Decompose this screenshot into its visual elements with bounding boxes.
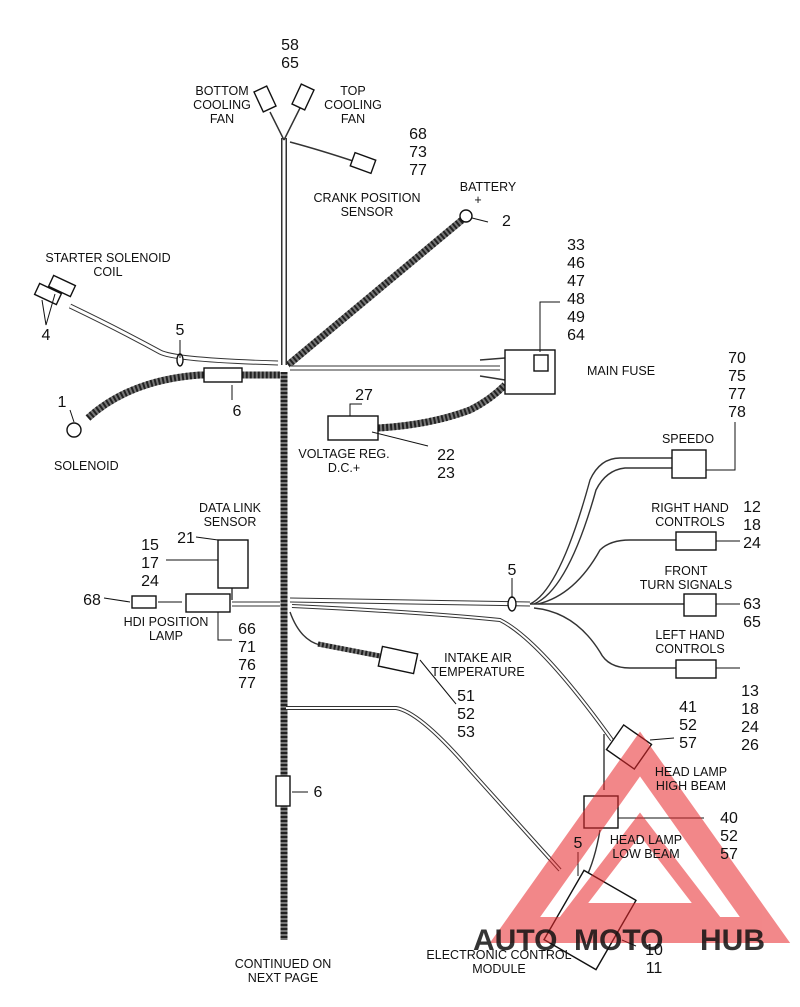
battery-label: BATTERY	[460, 180, 517, 194]
callout-5-mid: 5	[508, 562, 517, 579]
solenoid-label: SOLENOID	[54, 459, 119, 473]
watermark-text: AUTO MOTO HUB	[473, 924, 765, 957]
hdi-position-connector	[185, 593, 231, 613]
solenoid-cable	[85, 371, 280, 421]
watermark	[489, 731, 791, 943]
speedo-connector	[671, 449, 707, 479]
callout-5-upper: 5	[176, 322, 185, 339]
voltage-reg-label: VOLTAGE REG.D.C.+	[298, 447, 389, 475]
watermark-hub: HUB	[700, 924, 765, 957]
right-hand-controls-connector	[675, 531, 717, 551]
left-hand-controls-connector	[675, 659, 717, 679]
harness	[68, 107, 684, 940]
solenoid-number: 1	[58, 394, 67, 411]
watermark-auto: AUTO	[473, 924, 557, 957]
watermark-inner-triangle-icon	[559, 812, 721, 917]
hdi-lamp	[131, 595, 157, 609]
battery-cable	[285, 217, 465, 368]
solenoid-terminal	[66, 422, 82, 438]
callout-6-upper: 6	[233, 403, 242, 420]
top-cooling-fan-connector	[291, 83, 315, 111]
callout-6-lower: 6	[314, 784, 323, 801]
battery-terminal	[459, 209, 473, 223]
main-fuse-label: MAIN FUSE	[587, 364, 655, 378]
starter-solenoid-coil-number: 4	[42, 327, 51, 344]
starter-coil-terminal-1	[33, 282, 63, 306]
hdi-position-lamp-number: 68	[83, 592, 101, 609]
inline-connector-lower	[275, 775, 291, 807]
callout-5-lower: 5	[574, 835, 583, 852]
data-link-connector	[217, 539, 249, 589]
crank-position-sensor-connector	[349, 151, 377, 175]
watermark-triangle-icon	[489, 731, 791, 943]
intake-air-temp-sensor	[377, 645, 419, 675]
watermark-moto: MOTO	[574, 924, 663, 957]
inline-connector-upper	[203, 367, 243, 383]
battery-number: 2	[502, 213, 511, 230]
data-link-sensor-number: 21	[177, 530, 195, 547]
voltage-reg-number-top: 27	[355, 387, 373, 404]
front-turn-signals-connector	[683, 593, 717, 617]
starter-coil-terminal-2	[47, 274, 77, 298]
speedo-label: SPEEDO	[662, 432, 714, 446]
bottom-cooling-fan-connector	[253, 85, 277, 113]
battery-polarity: +	[474, 193, 481, 207]
voltage-reg-connector	[327, 415, 379, 441]
voltage-reg-cable	[377, 382, 508, 432]
clamp-mid	[507, 596, 517, 612]
